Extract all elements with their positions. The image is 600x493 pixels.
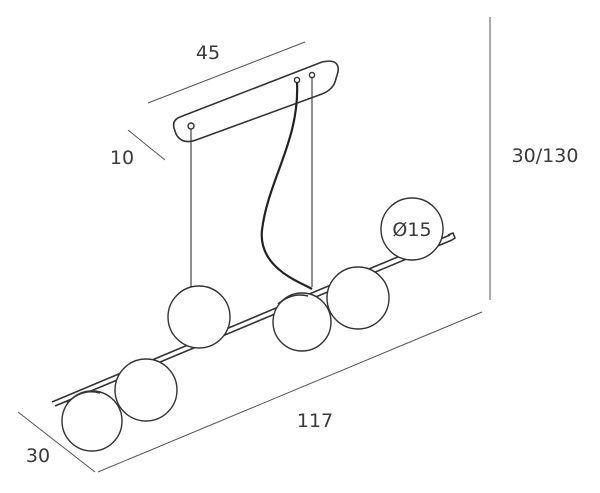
label-bar-length: 117: [297, 410, 333, 432]
canopy-screw-left: [187, 122, 195, 130]
label-globe-diameter: Ø15: [392, 219, 431, 241]
suspension: [190, 78, 313, 290]
dimension-labels: 45 10 30/130 Ø15 117 30: [26, 42, 579, 467]
dimension-lines: [17, 17, 491, 473]
globe-mount-left: [66, 390, 101, 404]
canopy-screw-right: [308, 71, 316, 79]
globe-diameter-reference: [380, 197, 444, 261]
globe-front-left: [114, 358, 178, 422]
dim-line-canopy-width: [127, 129, 166, 161]
canopy-screw-mid: [293, 76, 301, 84]
label-canopy-width: 10: [110, 147, 134, 169]
power-cable: [260, 81, 313, 290]
globe-front-right: [326, 266, 390, 330]
dim-line-bar-width: [17, 411, 96, 473]
dim-line-canopy-length: [147, 41, 306, 104]
globes: [61, 197, 444, 452]
globe-pendant-left: [167, 285, 231, 349]
dim-line-bar-length: [97, 311, 483, 473]
ceiling-canopy: [172, 60, 339, 143]
lamp-bar: [51, 231, 456, 407]
label-canopy-length: 45: [196, 42, 220, 64]
label-bar-width: 30: [26, 445, 50, 467]
globe-back-right: [272, 292, 332, 352]
globe-mount-right: [277, 294, 309, 305]
label-height: 30/130: [512, 145, 579, 167]
